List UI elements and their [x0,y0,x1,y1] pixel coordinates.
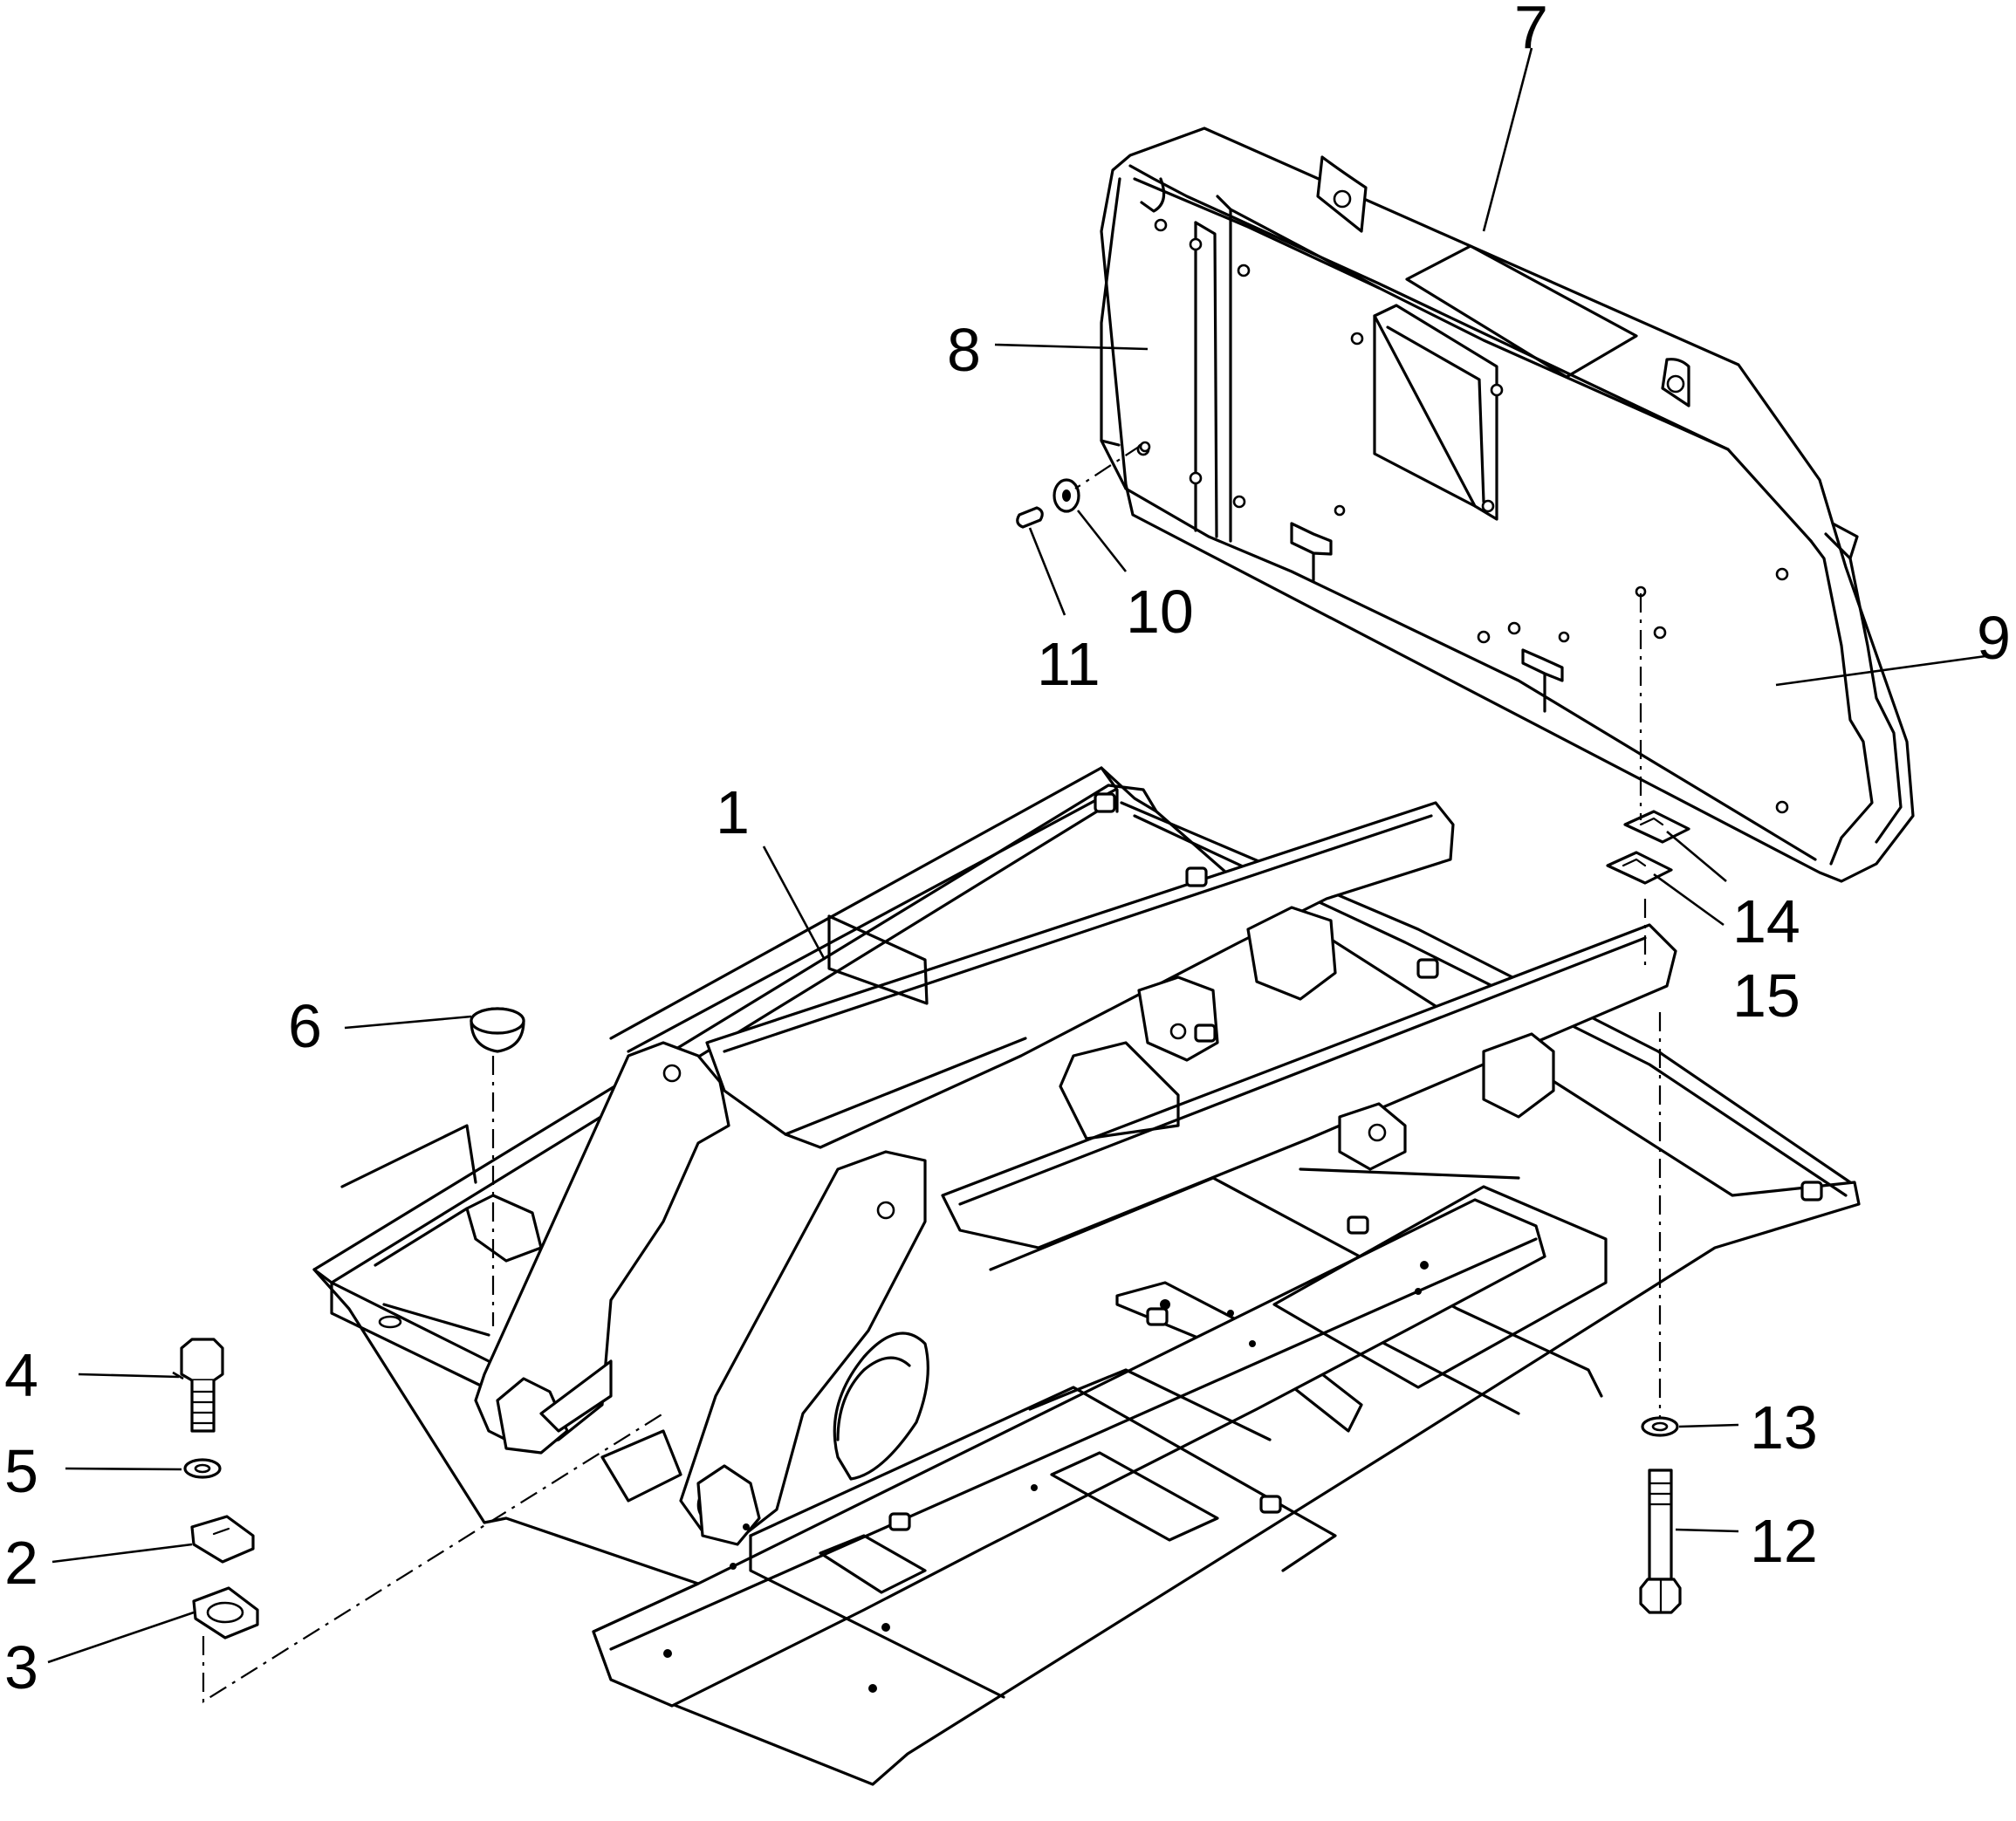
callout-1: 1 [716,778,750,846]
bolt-4 [180,1338,224,1433]
washer-10 [1053,478,1080,513]
shim-15 [1606,851,1673,885]
lifting-eye-right [1661,358,1690,407]
callout-labels: 1 2 3 4 5 6 7 8 9 10 11 12 13 14 15 [4,0,2011,1701]
callout-12: 12 [1750,1507,1818,1575]
callout-14: 14 [1732,887,1800,955]
gasket-3 [192,1586,259,1640]
callout-3: 3 [4,1633,38,1701]
callout-11: 11 [1037,630,1101,698]
callout-15: 15 [1732,962,1800,1030]
callout-5: 5 [4,1437,38,1505]
cover-2 [190,1515,255,1564]
lifting-eye-left [1316,155,1368,233]
callout-9: 9 [1977,604,2011,672]
callout-4: 4 [4,1341,38,1409]
callout-6: 6 [288,992,322,1060]
alignment-lines [202,444,1662,1703]
washer-13 [1641,1416,1679,1437]
callout-2: 2 [4,1529,38,1597]
callout-8: 8 [947,316,981,384]
plug-6 [470,1007,525,1053]
shim-14 [1623,810,1690,844]
counterweight [1100,127,1915,883]
bolt-12 [1639,1468,1682,1614]
callout-7: 7 [1514,0,1548,61]
washer-5 [183,1458,222,1479]
callout-13: 13 [1750,1393,1818,1462]
pin-11 [1016,506,1044,529]
leader-lines [47,47,1986,1664]
callout-10: 10 [1126,578,1194,646]
revolving-frame [312,766,1861,1786]
